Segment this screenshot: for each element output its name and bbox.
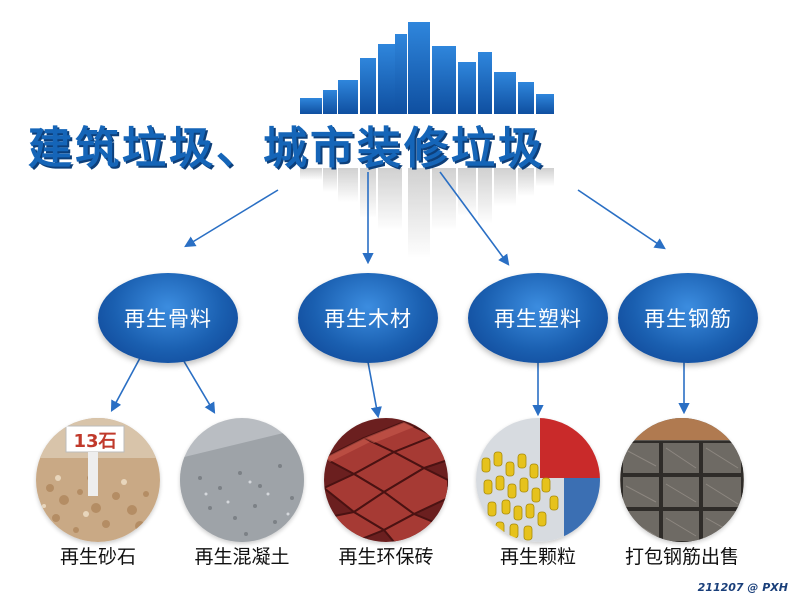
product-oval-aggregate: 再生骨料 xyxy=(98,273,238,363)
photo-recycled-granules xyxy=(476,418,600,542)
caption-recycled-concrete: 再生混凝土 xyxy=(194,546,290,568)
caption-baled-steel: 打包钢筋出售 xyxy=(624,546,739,568)
caption-recycled-granules: 再生颗粒 xyxy=(499,546,576,568)
credit-text: 211207 @ PXH xyxy=(697,581,788,594)
photo-eco-bricks xyxy=(324,418,448,542)
main-title: 建筑垃圾、城市装修垃圾 xyxy=(28,123,545,174)
product-oval-rebar: 再生钢筋 xyxy=(618,273,758,363)
arrow-to-rebar xyxy=(577,189,666,250)
arrow-to-aggregate xyxy=(184,189,279,248)
sign-text: 13石 xyxy=(73,431,116,452)
product-oval-wood: 再生木材 xyxy=(298,273,438,363)
arrow-to-concrete xyxy=(181,357,216,414)
arrow-to-plastic xyxy=(439,171,510,266)
photo-baled-steel xyxy=(620,418,744,542)
photo-recycled-concrete xyxy=(180,418,304,542)
caption-eco-bricks: 再生环保砖 xyxy=(338,546,434,568)
photo-recycled-sand: 13石 xyxy=(36,418,160,542)
arrow-to-brick xyxy=(367,361,382,419)
arrow-to-sand xyxy=(110,357,141,412)
caption-recycled-sand: 再生砂石 xyxy=(59,546,136,568)
product-oval-plastic: 再生塑料 xyxy=(468,273,608,363)
